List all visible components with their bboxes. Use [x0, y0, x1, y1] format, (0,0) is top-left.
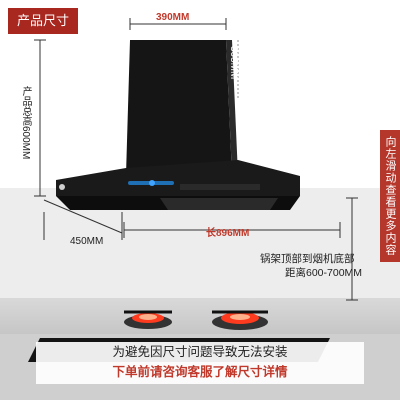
swipe-left-label: 向左滑动查看更多内容	[384, 136, 396, 256]
clearance-note-line2: 距离600-700MM	[285, 267, 363, 279]
dim-label-total-height: 产品总高600MM	[20, 86, 31, 160]
burner-right	[212, 310, 268, 330]
clearance-note-line1: 锅架顶部到烟机底部	[260, 253, 355, 265]
hood-body	[56, 160, 300, 196]
footer-line2: 下单前请咨询客服了解尺寸详情	[112, 365, 288, 379]
dim-label-chimney-height: 305MM	[228, 46, 239, 80]
footer-line1: 为避免因尺寸问题导致无法安装	[112, 345, 288, 359]
hood-chimney	[126, 40, 232, 175]
vent-grill	[180, 184, 260, 190]
brand-logo	[59, 184, 65, 190]
countertop-edge	[0, 298, 400, 334]
hood-chimney-side	[226, 40, 238, 175]
swipe-left-tab[interactable]: 向左滑动查看更多内容	[380, 130, 400, 262]
burner-left	[124, 310, 172, 329]
hood-bottom-shelf	[160, 198, 278, 210]
footer-notice: 为避免因尺寸问题导致无法安装 下单前请咨询客服了解尺寸详情	[36, 342, 364, 384]
product-size-tag: 产品尺寸	[8, 8, 78, 34]
control-light	[149, 180, 155, 186]
dim-line-depth	[43, 199, 123, 234]
dim-label-depth: 450MM	[70, 236, 104, 247]
dim-label-length: 长896MM	[206, 228, 250, 239]
dim-label-top-width: 390MM	[156, 12, 190, 23]
